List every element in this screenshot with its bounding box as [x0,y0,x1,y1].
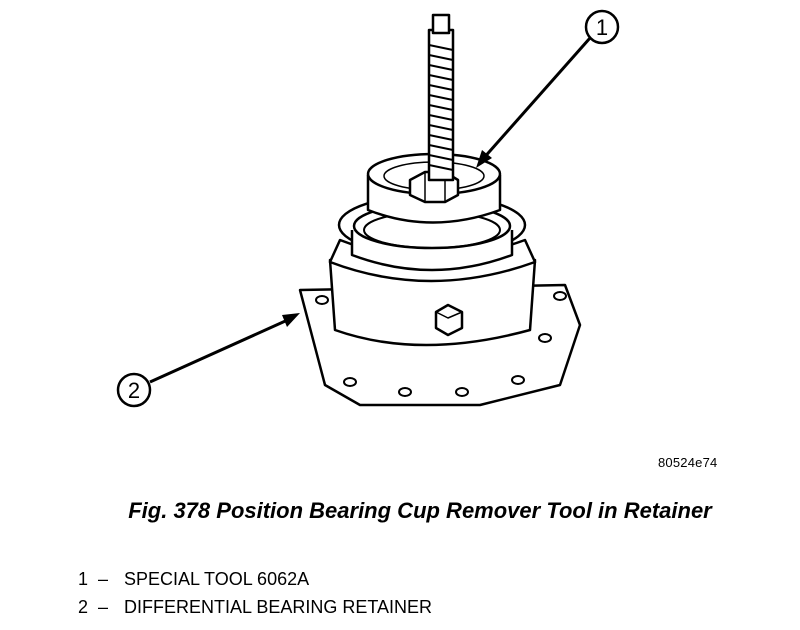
legend-item-label: SPECIAL TOOL 6062A [124,569,310,589]
side-bolt [434,303,464,337]
legend-item-number: 1 [78,569,89,589]
legend-item-number: 2 [78,597,89,617]
legend-item: 2–DIFFERENTIAL BEARING RETAINER [78,593,432,621]
figure-code: 80524e74 [658,455,718,470]
callout-2: 2 [116,313,300,408]
callout-1-number: 1 [596,15,608,40]
callout-2-number: 2 [128,378,140,403]
legend-list: 1–SPECIAL TOOL 6062A 2–DIFFERENTIAL BEAR… [78,565,432,621]
legend-separator: – [98,597,109,617]
legend-separator: – [98,569,109,589]
figure-caption: Fig. 378 Position Bearing Cup Remover To… [128,498,712,523]
legend-item-label: DIFFERENTIAL BEARING RETAINER [124,597,433,617]
callout-1: 1 [476,9,620,168]
legend-item: 1–SPECIAL TOOL 6062A [78,565,432,593]
flange-bolt-holes [315,291,567,397]
bearing-cup-remover-illustration: 1 2 [116,9,620,408]
